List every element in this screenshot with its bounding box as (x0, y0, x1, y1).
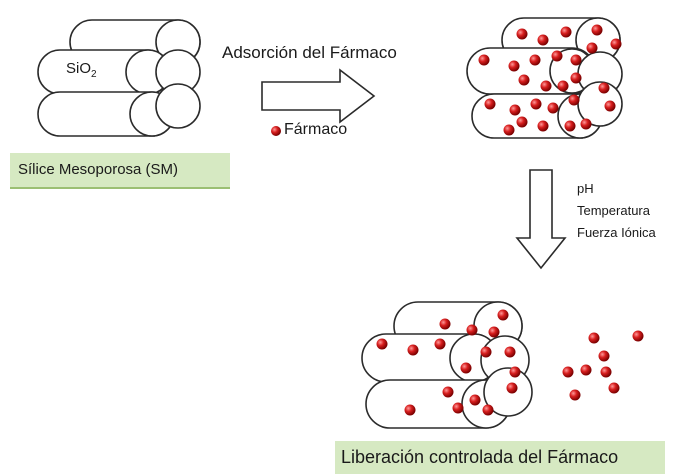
silica-formula-label: SiO2 (66, 60, 97, 80)
release-arrow (515, 169, 567, 270)
release-caption-box: Liberación controlada del Fármaco (335, 441, 665, 474)
drug-legend-label: Fármaco (284, 121, 348, 138)
condition-temperature: Temperatura (577, 203, 650, 218)
adsorption-arrow (261, 68, 376, 124)
silica-caption-box: Sílice Mesoporosa (SM) (10, 153, 230, 189)
release-silica-cylinders (361, 301, 533, 429)
empty-silica-cylinders (37, 19, 201, 137)
loaded-drug-particles (478, 24, 622, 136)
silica-formula-subscript: 2 (91, 69, 97, 80)
silica-formula-main: SiO (66, 60, 92, 77)
silica-caption-text: Sílice Mesoporosa (SM) (18, 161, 179, 178)
adsorption-label: Adsorción del Fármaco (222, 43, 397, 62)
conditions-list: pH Temperatura Fuerza Iónica (577, 178, 656, 244)
release-caption-text: Liberación controlada del Fármaco (341, 447, 619, 467)
release-drug-particles (376, 309, 644, 416)
condition-ph: pH (577, 181, 594, 196)
drug-legend-particle (271, 126, 281, 136)
condition-ionic-strength: Fuerza Iónica (577, 225, 656, 240)
